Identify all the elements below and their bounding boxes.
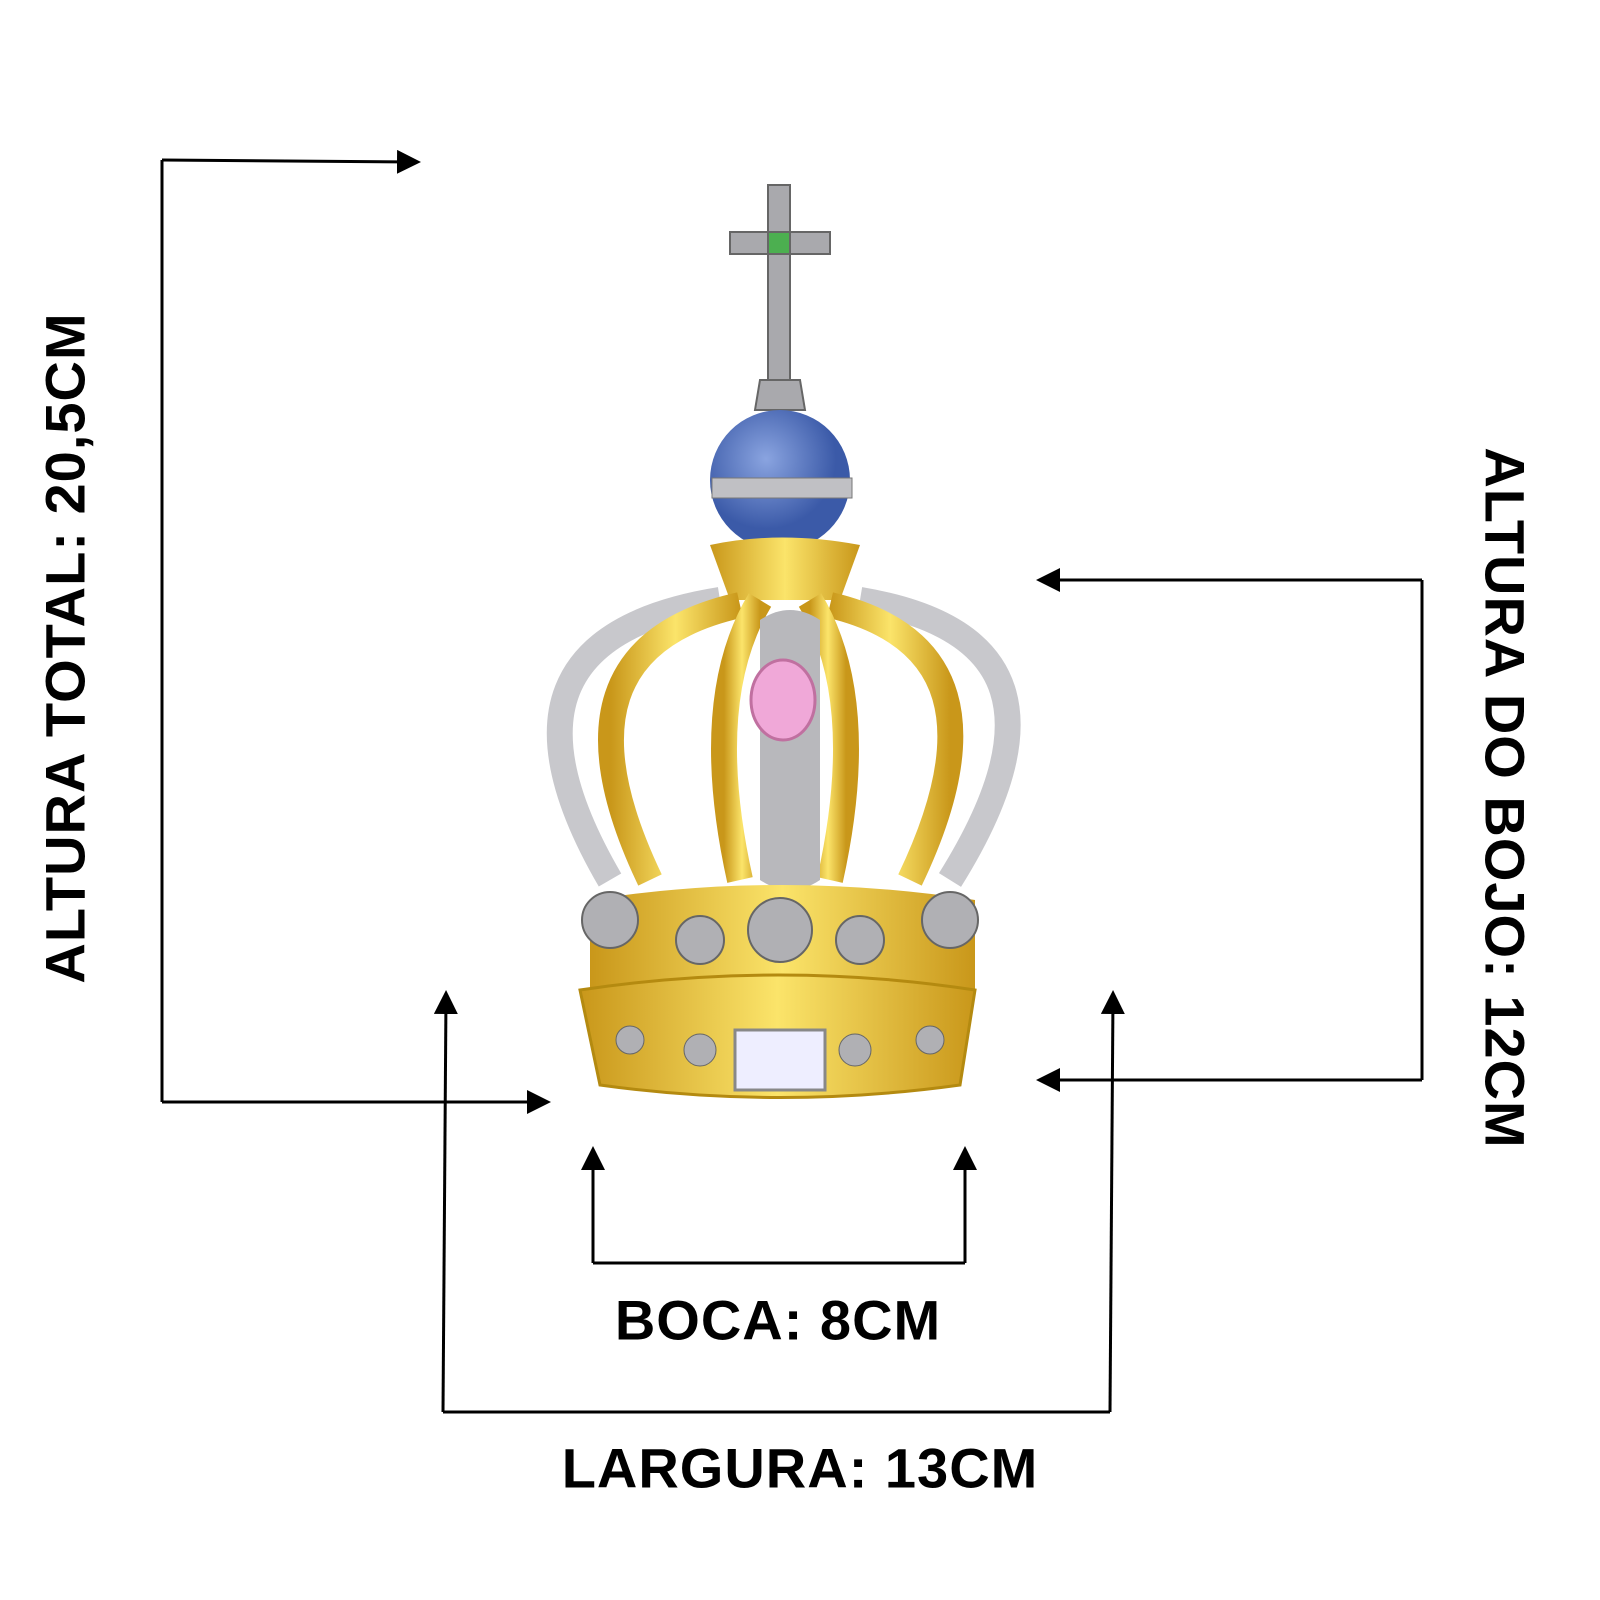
largura-label: LARGURA: 13CM [561,1436,1039,1500]
largura-bracket [433,990,1125,1414]
pink-gem [749,658,817,742]
clear-gem [733,1028,827,1092]
crown [546,184,1021,1099]
altura-total-label: ALTURA TOTAL: 20,5CM [33,312,97,984]
altura-bojo-bracket [1036,568,1424,1092]
arches [546,587,1021,887]
boca-bracket [581,1146,977,1265]
cross [729,184,831,411]
boca-label: BOCA: 8CM [614,1288,942,1352]
altura-bojo-label: ALTURA DO BOJO: 12CM [1473,447,1537,1149]
altura-total-bracket [160,149,551,1114]
